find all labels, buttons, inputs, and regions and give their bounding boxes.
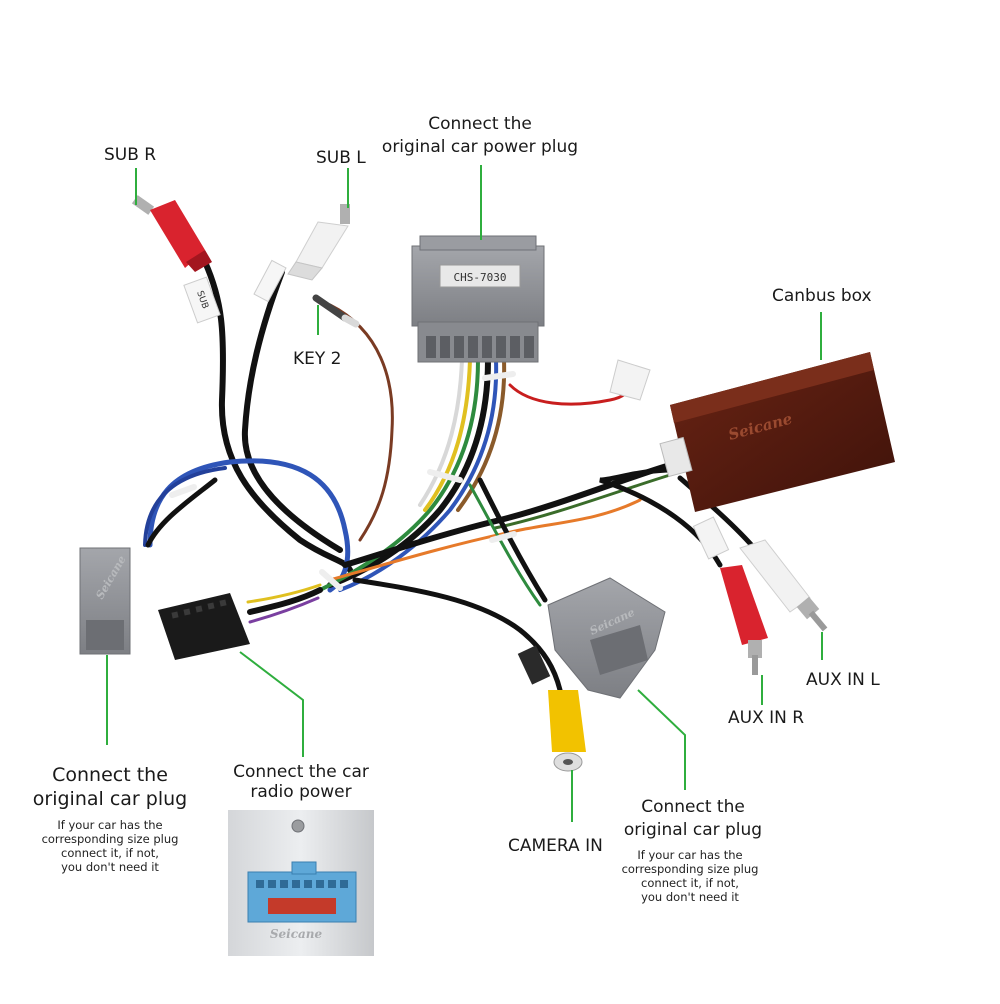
sub-r-rca-plug [131,195,212,272]
note-right-line3: connect it, if not, [641,876,739,890]
power-plug-connector: CHS-7030 [411,235,545,363]
label-key2: KEY 2 [293,349,342,369]
right-original-car-plug: Seicane [547,577,666,699]
note-right-line1: If your car has the [637,848,743,862]
aux-in-l-rca-plug [739,539,828,632]
inset-brand-text: Seicane [270,927,323,941]
leader-right-plug [637,689,686,790]
label-radio-power-line2: radio power [250,782,352,802]
note-left-line3: connect it, if not, [61,846,159,860]
leader-radio-power [239,651,304,757]
aux-in-r-rca-plug [692,516,768,675]
label-left-plug-line2: original car plug [32,788,188,810]
camera-in-rca-plug [517,645,586,772]
label-left-plug-line1: Connect the [52,764,168,786]
label-radio-power-line1: Connect the car [233,762,369,782]
label-right-plug-line1: Connect the [641,797,745,817]
red-wire-plug [609,359,651,401]
note-right-line2: corresponding size plug [621,862,759,876]
note-left-line2: corresponding size plug [41,832,179,846]
label-right-plug-line2: original car plug [623,820,763,840]
left-original-car-plug: Seicane [79,547,131,655]
note-right-line4: you don't need it [641,890,739,904]
label-aux-in-l: AUX IN L [806,670,880,690]
label-power-plug-line2: original car power plug [381,137,579,157]
radio-power-socket-inset: Seicane [228,810,374,956]
label-canbus-box: Canbus box [772,286,872,306]
sub-l-rca-plug [253,204,350,303]
canbus-box-device: Seicane [659,352,895,512]
power-plug-model-text: CHS-7030 [454,271,507,284]
label-sub-l: SUB L [316,148,366,168]
label-sub-r: SUB R [104,145,157,165]
note-left-line4: you don't need it [61,860,159,874]
sub-tag-label: SUB [183,276,221,324]
note-left-line1: If your car has the [57,818,163,832]
leader-lines [106,165,823,822]
key2-wire-end [312,294,360,328]
wire-bundle [143,259,763,693]
label-aux-in-r: AUX IN R [728,708,805,728]
label-camera-in: CAMERA IN [508,836,603,856]
label-power-plug-line1: Connect the [428,114,532,134]
radio-power-connector [158,593,250,660]
